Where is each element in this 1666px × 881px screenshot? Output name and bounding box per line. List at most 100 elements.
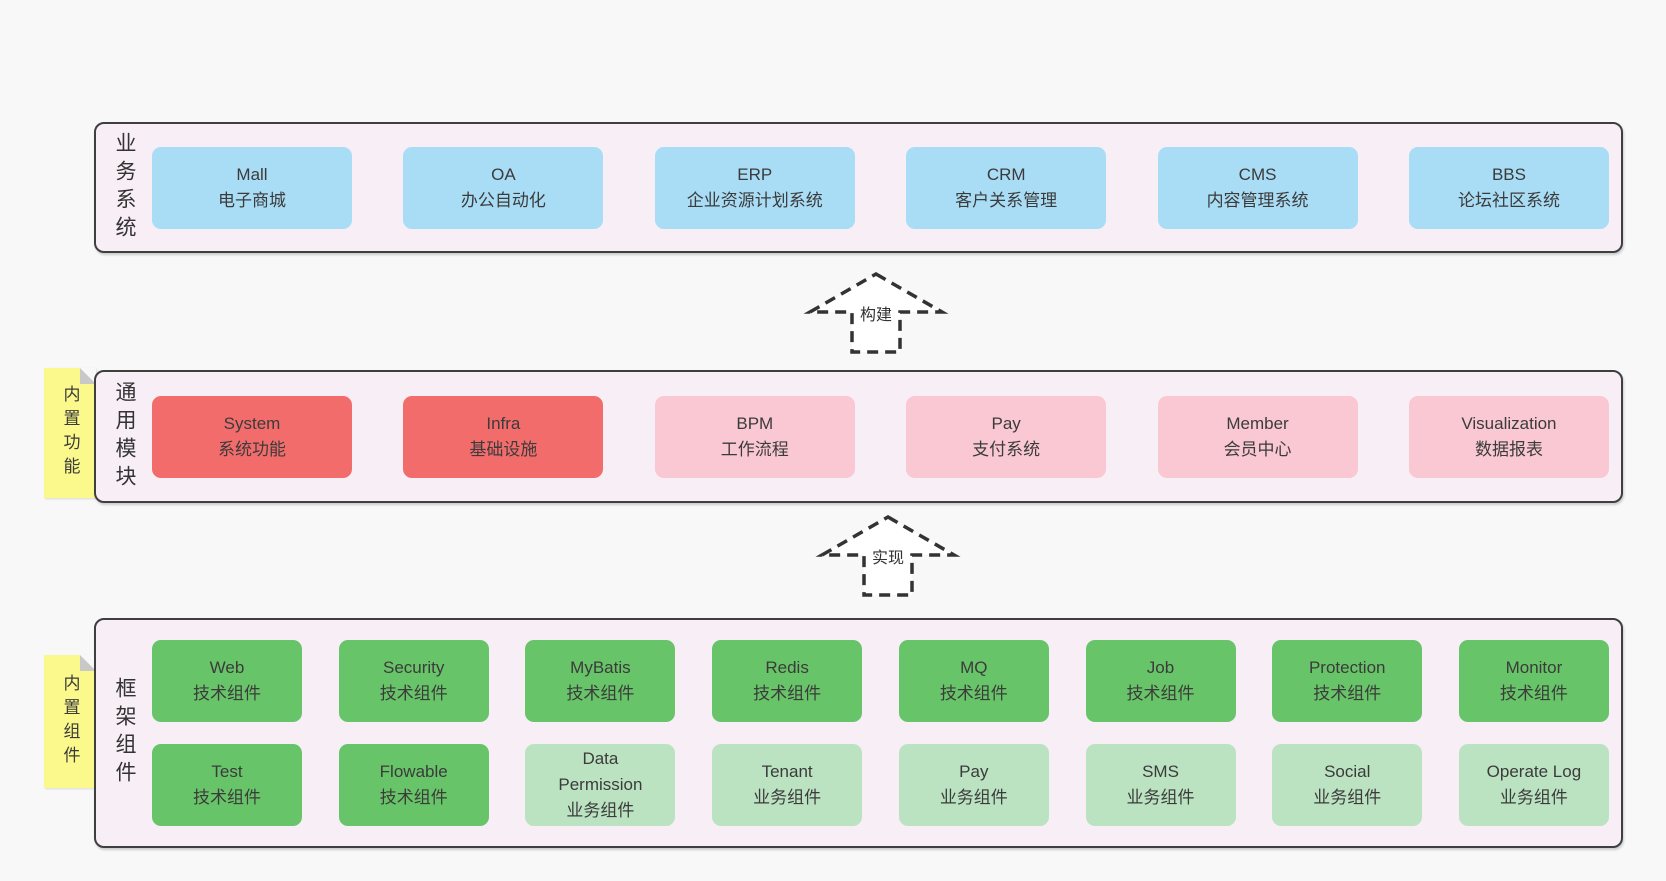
box-title: OA <box>491 164 516 184</box>
biz-components-row: Test 技术组件 Flowable 技术组件 Data Permission … <box>152 744 1609 826</box>
box-title: Job <box>1146 658 1175 677</box>
box-title: Security <box>382 658 445 677</box>
box-title: Pay <box>991 413 1021 433</box>
box-subtitle: 技术组件 <box>939 684 1008 703</box>
box-subtitle: 电子商城 <box>218 190 286 210</box>
box-subtitle: 工作流程 <box>720 439 789 459</box>
box-bbs: BBS 论坛社区系统 <box>1408 146 1609 229</box>
implement-arrow-label: 实现 <box>868 544 908 568</box>
box-title: Infra <box>486 413 521 433</box>
box-subtitle: 技术组件 <box>193 788 261 807</box>
framework-components-label: 框架组件 <box>113 677 136 789</box>
build-arrow-label: 构建 <box>856 301 896 325</box>
box-monitor: Monitor 技术组件 <box>1458 640 1609 722</box>
box-subtitle: 技术组件 <box>566 684 635 703</box>
box-title: MyBatis <box>570 658 631 677</box>
box-title: Mall <box>236 164 268 184</box>
box-subtitle: 论坛社区系统 <box>1457 190 1560 210</box>
implement-arrow-icon: 实现 <box>813 514 963 598</box>
box-visualization: Visualization 数据报表 <box>1408 395 1609 478</box>
box-subtitle: 客户关系管理 <box>955 190 1058 210</box>
box-crm: CRM 客户关系管理 <box>906 146 1107 229</box>
box-subtitle: 技术组件 <box>1313 684 1382 703</box>
box-protection: Protection 技术组件 <box>1272 640 1423 722</box>
note-text: 内置功能 <box>60 385 80 481</box>
box-subtitle: 技术组件 <box>1126 684 1195 703</box>
box-title: Protection <box>1308 658 1386 677</box>
box-pay-component: Pay 业务组件 <box>898 744 1049 826</box>
box-title: Social <box>1324 762 1371 781</box>
box-bpm: BPM 工作流程 <box>654 395 855 478</box>
box-subtitle: 业务组件 <box>1126 788 1195 807</box>
box-title: Test <box>211 762 243 781</box>
built-in-components-note: 内置组件 <box>44 655 96 788</box>
box-title: Flowable <box>379 762 448 781</box>
box-title: MQ <box>960 658 988 677</box>
box-social: Social 业务组件 <box>1272 744 1423 826</box>
box-title: Monitor <box>1505 658 1563 677</box>
box-job: Job 技术组件 <box>1085 640 1236 722</box>
box-title: Tenant <box>761 762 813 781</box>
box-tenant: Tenant 业务组件 <box>712 744 863 826</box>
box-operate-log: Operate Log 业务组件 <box>1458 744 1609 826</box>
box-subtitle: 业务组件 <box>1313 788 1382 807</box>
box-subtitle: 会员中心 <box>1223 439 1292 459</box>
box-erp: ERP 企业资源计划系统 <box>654 146 855 229</box>
box-pay-module: Pay 支付系统 <box>906 395 1107 478</box>
box-web: Web 技术组件 <box>152 640 302 722</box>
box-subtitle: 系统功能 <box>218 439 286 459</box>
box-title: CMS <box>1238 164 1277 184</box>
box-title: System <box>223 413 281 433</box>
box-subtitle: 技术组件 <box>379 788 448 807</box>
box-mall: Mall 电子商城 <box>152 146 352 229</box>
box-title: Web <box>209 658 245 677</box>
box-member: Member 会员中心 <box>1157 395 1358 478</box>
box-subtitle: 支付系统 <box>972 439 1041 459</box>
note-text: 内置组件 <box>60 673 80 770</box>
box-data-permission: Data Permission 业务组件 <box>525 744 676 826</box>
box-subtitle: 业务组件 <box>566 801 635 820</box>
box-test: Test 技术组件 <box>152 744 302 826</box>
box-subtitle: 企业资源计划系统 <box>686 190 823 210</box>
common-modules-label: 通用模块 <box>113 380 136 493</box>
business-systems-panel: 业务系统 Mall 电子商城 OA 办公自动化 ERP 企业资源计划系统 CRM… <box>94 122 1623 253</box>
framework-components-panel: 框架组件 Web 技术组件 Security 技术组件 MyBatis 技术组件… <box>94 618 1623 848</box>
box-mybatis: MyBatis 技术组件 <box>525 640 676 722</box>
box-cms: CMS 内容管理系统 <box>1157 146 1358 229</box>
box-title: SMS <box>1142 762 1179 781</box>
box-subtitle: 数据报表 <box>1474 439 1543 459</box>
box-title: Pay <box>959 762 989 781</box>
box-security: Security 技术组件 <box>338 640 489 722</box>
build-arrow-icon: 构建 <box>801 271 951 355</box>
box-subtitle: 技术组件 <box>379 684 448 703</box>
box-oa: OA 办公自动化 <box>403 146 604 229</box>
box-system: System 系统功能 <box>152 395 352 478</box>
box-mq: MQ 技术组件 <box>898 640 1049 722</box>
box-redis: Redis 技术组件 <box>712 640 863 722</box>
box-subtitle: 业务组件 <box>939 788 1008 807</box>
box-infra: Infra 基础设施 <box>403 395 604 478</box>
business-systems-label: 业务系统 <box>113 131 136 244</box>
common-modules-panel: 通用模块 System 系统功能 Infra 基础设施 BPM 工作流程 Pay… <box>94 370 1623 503</box>
built-in-features-note: 内置功能 <box>44 368 96 498</box>
box-subtitle: 业务组件 <box>1499 788 1568 807</box>
box-subtitle: 基础设施 <box>469 439 538 459</box>
box-sms: SMS 业务组件 <box>1085 744 1236 826</box>
box-title: Operate Log <box>1486 762 1582 781</box>
box-title: Data Permission <box>558 749 643 794</box>
framework-components-rows: Web 技术组件 Security 技术组件 MyBatis 技术组件 Redi… <box>152 620 1621 846</box>
box-subtitle: 技术组件 <box>1499 684 1568 703</box>
box-title: BBS <box>1491 164 1526 184</box>
box-subtitle: 技术组件 <box>753 684 822 703</box>
box-subtitle: 业务组件 <box>753 788 822 807</box>
box-subtitle: 技术组件 <box>193 684 261 703</box>
box-title: Visualization <box>1461 413 1557 433</box>
common-modules-row: System 系统功能 Infra 基础设施 BPM 工作流程 Pay 支付系统… <box>152 372 1621 501</box>
box-subtitle: 内容管理系统 <box>1206 190 1309 210</box>
tech-components-row: Web 技术组件 Security 技术组件 MyBatis 技术组件 Redi… <box>152 640 1609 722</box>
box-title: BPM <box>736 413 774 433</box>
box-title: Redis <box>765 658 809 677</box>
box-subtitle: 办公自动化 <box>460 190 546 210</box>
box-flowable: Flowable 技术组件 <box>338 744 489 826</box>
